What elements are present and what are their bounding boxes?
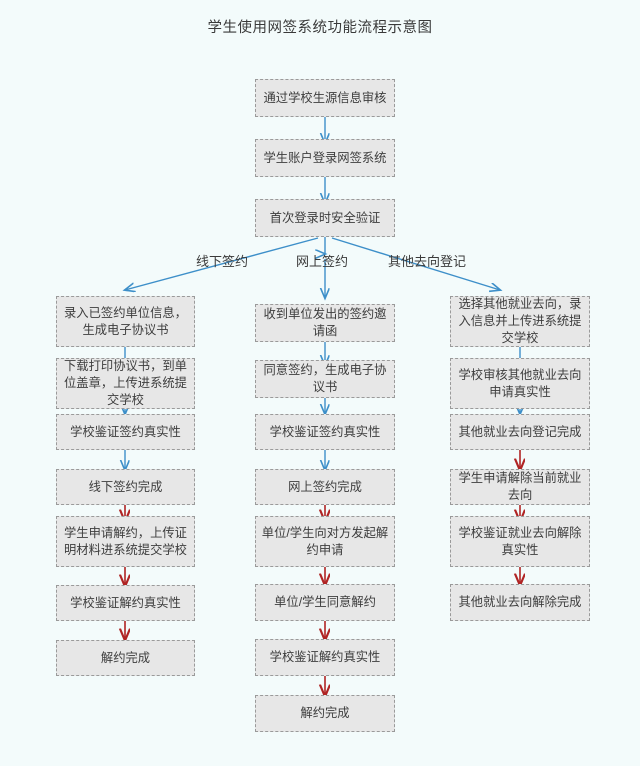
node-label: 线下签约完成	[88, 479, 163, 494]
node-n1[interactable]: 通过学校生源信息审核	[255, 79, 395, 117]
node-l2[interactable]: 下载打印协议书，到单位盖章，上传进系统提交学校	[56, 358, 195, 409]
node-label: 学校鉴证签约真实性	[269, 424, 381, 439]
node-r5[interactable]: 学校鉴证就业去向解除真实性	[450, 516, 590, 567]
node-r2[interactable]: 学校审核其他就业去向申请真实性	[450, 358, 590, 409]
page-title: 学生使用网签系统功能流程示意图	[207, 20, 433, 36]
node-label: 收到单位发出的签约邀请函	[263, 307, 387, 338]
node-label: 解约完成	[300, 706, 350, 720]
node-label: 首次登录时安全验证	[269, 210, 381, 225]
node-label: 下载打印协议书，到单位盖章，上传进系统提交学校	[64, 359, 187, 407]
node-label: 解约完成	[100, 650, 151, 665]
node-l3[interactable]: 学校鉴证签约真实性	[56, 414, 195, 450]
node-l1[interactable]: 录入已签约单位信息，生成电子协议书	[56, 296, 195, 347]
node-label: 选择其他就业去向，录入信息并上传进系统提交学校	[458, 297, 582, 345]
node-r6[interactable]: 其他就业去向解除完成	[450, 584, 590, 621]
node-m4[interactable]: 网上签约完成	[255, 469, 395, 505]
node-n3[interactable]: 首次登录时安全验证	[255, 199, 395, 237]
node-label: 学生申请解除当前就业去向	[458, 471, 582, 502]
branch-label-offline: 线下签约	[196, 254, 249, 269]
node-m7[interactable]: 学校鉴证解约真实性	[255, 639, 395, 676]
node-l4[interactable]: 线下签约完成	[56, 469, 195, 505]
node-label: 其他就业去向登记完成	[458, 424, 582, 439]
node-l7[interactable]: 解约完成	[56, 640, 195, 676]
node-label: 通过学校生源信息审核	[263, 90, 387, 105]
node-m2[interactable]: 同意签约，生成电子协议书	[255, 360, 395, 398]
node-m6[interactable]: 单位/学生同意解约	[255, 584, 395, 621]
node-label: 学校鉴证解约真实性	[70, 595, 181, 610]
node-label: 网上签约完成	[288, 479, 362, 494]
node-label: 学生申请解约，上传证明材料进系统提交学校	[64, 525, 187, 557]
node-m1[interactable]: 收到单位发出的签约邀请函	[255, 304, 395, 342]
node-label: 学校鉴证解约真实性	[269, 650, 381, 664]
node-label: 学生账户登录网签系统	[263, 150, 387, 165]
node-label: 单位/学生向对方发起解约申请	[261, 525, 389, 557]
node-l5[interactable]: 学生申请解约，上传证明材料进系统提交学校	[56, 516, 195, 567]
node-m3[interactable]: 学校鉴证签约真实性	[255, 414, 395, 450]
node-l6[interactable]: 学校鉴证解约真实性	[56, 585, 195, 621]
node-label: 其他就业去向解除完成	[458, 595, 582, 609]
node-r4[interactable]: 学生申请解除当前就业去向	[450, 469, 590, 505]
branch-label-online: 网上签约	[296, 254, 349, 269]
node-label: 学校审核其他就业去向申请真实性	[458, 367, 582, 399]
node-n2[interactable]: 学生账户登录网签系统	[255, 139, 395, 177]
node-label: 学校鉴证就业去向解除真实性	[458, 525, 582, 557]
node-label: 单位/学生同意解约	[274, 595, 376, 609]
node-m5[interactable]: 单位/学生向对方发起解约申请	[255, 516, 395, 567]
node-m8[interactable]: 解约完成	[255, 695, 395, 732]
node-r3[interactable]: 其他就业去向登记完成	[450, 414, 590, 450]
node-label: 同意签约，生成电子协议书	[263, 363, 387, 394]
node-label: 录入已签约单位信息，生成电子协议书	[64, 305, 187, 337]
node-r1[interactable]: 选择其他就业去向，录入信息并上传进系统提交学校	[450, 296, 590, 347]
node-label: 学校鉴证签约真实性	[70, 424, 181, 439]
branch-label-other: 其他去向登记	[388, 254, 467, 269]
